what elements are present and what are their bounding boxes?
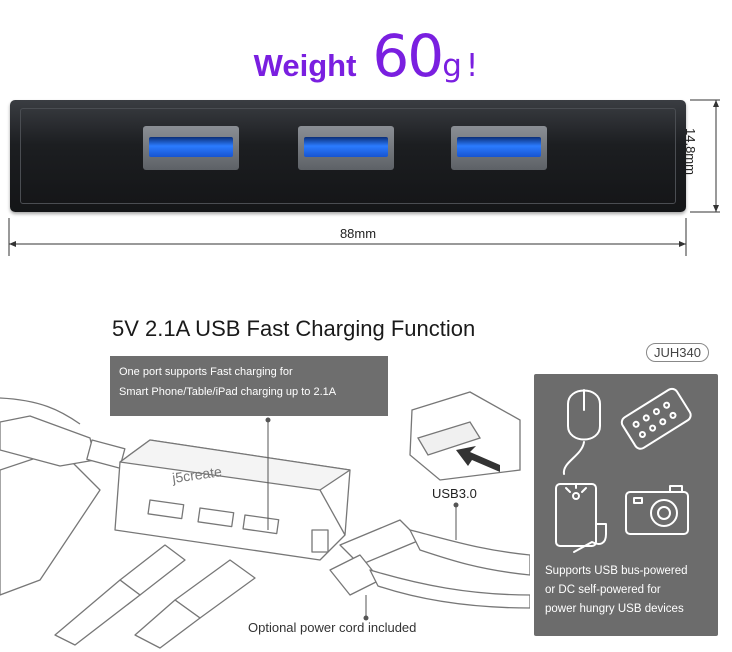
keyboard-icon bbox=[620, 387, 692, 450]
optional-cord-label: Optional power cord included bbox=[248, 620, 417, 635]
weight-headline: Weight 60g! bbox=[0, 22, 732, 90]
weight-label: Weight bbox=[253, 48, 357, 83]
hard-drive-shape bbox=[0, 449, 101, 596]
callout-line: One port supports Fast charging for bbox=[119, 366, 293, 378]
section-title: 5V 2.1A USB Fast Charging Function bbox=[112, 316, 476, 341]
power-line: or DC self-powered for bbox=[545, 584, 661, 596]
dimension-lines bbox=[8, 99, 720, 256]
model-badge: JUH340 bbox=[646, 343, 709, 362]
usb3-label: USB3.0 bbox=[432, 486, 477, 501]
brand-logo: j5create bbox=[170, 463, 223, 486]
phone-icon bbox=[555, 483, 607, 553]
camera-icon bbox=[625, 485, 689, 535]
power-panel-text: Supports USB bus-powered or DC self-powe… bbox=[545, 562, 715, 619]
mouse-icon bbox=[562, 389, 601, 475]
plug-arrow-icon bbox=[456, 446, 500, 472]
weight-exclamation: ! bbox=[465, 48, 479, 84]
usb-port bbox=[143, 126, 239, 170]
power-line: Supports USB bus-powered bbox=[545, 565, 688, 577]
weight-number: 60 bbox=[372, 22, 444, 90]
height-dimension: 14.8mm bbox=[683, 128, 698, 175]
fast-charge-callout: One port supports Fast charging for Smar… bbox=[110, 356, 388, 416]
power-line: power hungry USB devices bbox=[545, 603, 684, 615]
callout-line: Smart Phone/Table/iPad charging up to 2.… bbox=[119, 386, 337, 398]
hub-front-image bbox=[10, 100, 686, 212]
weight-unit: g bbox=[442, 48, 462, 84]
usb-port bbox=[298, 126, 394, 170]
width-dimension: 88mm bbox=[339, 226, 377, 241]
usb-port bbox=[451, 126, 547, 170]
hub-illustration: j5create bbox=[0, 391, 530, 649]
device-icons bbox=[555, 387, 692, 553]
